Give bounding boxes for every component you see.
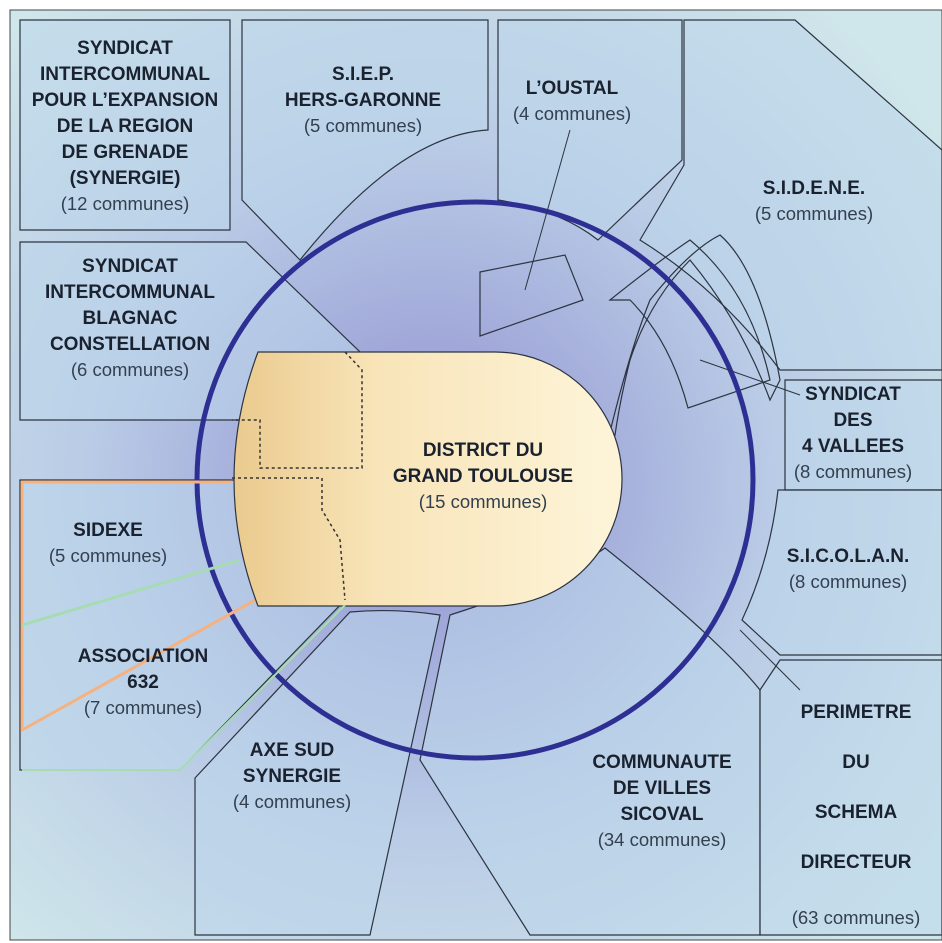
siep-count: (5 communes) xyxy=(304,115,422,136)
vallees-leader-line xyxy=(699,359,801,396)
association-boundary-line xyxy=(20,482,256,733)
label-sidexe: SIDEXE (5 communes) xyxy=(49,520,167,566)
vallees-line-1: SYNDICAT xyxy=(805,384,901,405)
oustal-count: (4 communes) xyxy=(513,103,631,124)
sidexe-line xyxy=(21,558,241,627)
label-perimetre: PERIMETRE DU SCHEMA DIRECTEUR (63 commun… xyxy=(792,702,921,928)
perimetre-line-3: SCHEMA xyxy=(815,802,898,823)
blagnac-line-2: INTERCOMMUNAL xyxy=(45,282,215,303)
label-oustal: L’OUSTAL (4 communes) xyxy=(513,78,631,124)
region-sidene xyxy=(639,19,942,371)
oustal-leader-line xyxy=(524,129,571,291)
region-vallees xyxy=(784,379,942,491)
label-sicolan: S.I.C.O.L.A.N. (8 communes) xyxy=(787,546,909,592)
label-blagnac: SYNDICAT INTERCOMMUNAL BLAGNAC CONSTELLA… xyxy=(45,256,215,380)
perimetre-line-2: DU xyxy=(842,752,869,773)
perimetre-count: (63 communes) xyxy=(792,907,921,928)
synergie-line-2: INTERCOMMUNAL xyxy=(40,64,210,85)
district-grand-toulouse xyxy=(233,351,623,607)
region-axe-sud xyxy=(194,609,441,936)
perimetre-line-4: DIRECTEUR xyxy=(801,852,912,873)
association-count: (7 communes) xyxy=(84,697,202,718)
sicolan-line-1: S.I.C.O.L.A.N. xyxy=(787,546,909,567)
vallees-count: (8 communes) xyxy=(794,461,912,482)
axe-sud-count: (4 communes) xyxy=(233,791,351,812)
oustal-line-1: L’OUSTAL xyxy=(526,78,619,99)
sidexe-lower-line xyxy=(22,604,346,771)
sicoval-line-2: DE VILLES xyxy=(613,778,711,799)
label-sicoval: COMMUNAUTE DE VILLES SICOVAL (34 commune… xyxy=(592,752,731,850)
label-association: ASSOCIATION 632 (7 communes) xyxy=(78,646,209,718)
sicolan-count: (8 communes) xyxy=(789,571,907,592)
blagnac-line-1: SYNDICAT xyxy=(82,256,178,277)
sidene-count: (5 communes) xyxy=(755,203,873,224)
vallees-inner-sector xyxy=(608,239,771,409)
synergie-line-5: DE GRENADE xyxy=(62,142,189,163)
sicoval-count: (34 communes) xyxy=(598,829,727,850)
district-line-2: GRAND TOULOUSE xyxy=(393,466,573,487)
perimetre-line-1: PERIMETRE xyxy=(801,702,912,723)
sicoval-line-1: COMMUNAUTE xyxy=(592,752,731,773)
synergie-line-6: (SYNERGIE) xyxy=(70,168,181,189)
perimeter-ring xyxy=(194,199,756,761)
label-synergie: SYNDICAT INTERCOMMUNAL POUR L’EXPANSION … xyxy=(32,38,219,214)
vallees-line-2: DES xyxy=(833,410,872,431)
synergie-line-1: SYNDICAT xyxy=(77,38,173,59)
synergie-count: (12 communes) xyxy=(61,193,190,214)
region-synergie xyxy=(19,19,231,231)
blagnac-dotted-boundary xyxy=(232,351,363,469)
region-perimetre xyxy=(759,659,942,936)
region-siep xyxy=(241,19,489,261)
label-siep: S.I.E.P. HERS-GARONNE (5 communes) xyxy=(285,64,441,136)
axe-sud-line-2: SYNERGIE xyxy=(243,766,341,787)
sidene-line-1: S.I.D.E.N.E. xyxy=(763,178,865,199)
association-line-2: 632 xyxy=(127,672,159,693)
blagnac-line-3: BLAGNAC xyxy=(83,308,178,329)
label-vallees: SYNDICAT DES 4 VALLEES (8 communes) xyxy=(794,384,912,482)
axe-sud-line-1: AXE SUD xyxy=(250,740,334,761)
siep-line-1: S.I.E.P. xyxy=(332,64,394,85)
region-sicolan xyxy=(741,489,942,656)
vallees-sector xyxy=(609,234,781,436)
district-line-1: DISTRICT DU xyxy=(423,440,543,461)
label-sidene: S.I.D.E.N.E. (5 communes) xyxy=(755,178,873,224)
oustal-sector xyxy=(479,254,584,337)
district-count: (15 communes) xyxy=(419,491,548,512)
label-district: DISTRICT DU GRAND TOULOUSE (15 communes) xyxy=(393,440,573,512)
blagnac-count: (6 communes) xyxy=(71,359,189,380)
blagnac-line-4: CONSTELLATION xyxy=(50,334,210,355)
association-line-1: ASSOCIATION xyxy=(78,646,209,667)
label-axe-sud: AXE SUD SYNERGIE (4 communes) xyxy=(233,740,351,812)
sidexe-line-1: SIDEXE xyxy=(73,520,143,541)
sicoval-line-3: SICOVAL xyxy=(620,804,703,825)
siep-line-2: HERS-GARONNE xyxy=(285,90,441,111)
vallees-line-3: 4 VALLEES xyxy=(802,436,904,457)
sidexe-count: (5 communes) xyxy=(49,545,167,566)
sidexe-dotted-boundary xyxy=(232,477,346,601)
synergie-line-4: DE LA REGION xyxy=(57,116,194,137)
synergie-line-3: POUR L’EXPANSION xyxy=(32,90,219,111)
perimetre-leader-line xyxy=(739,629,801,691)
